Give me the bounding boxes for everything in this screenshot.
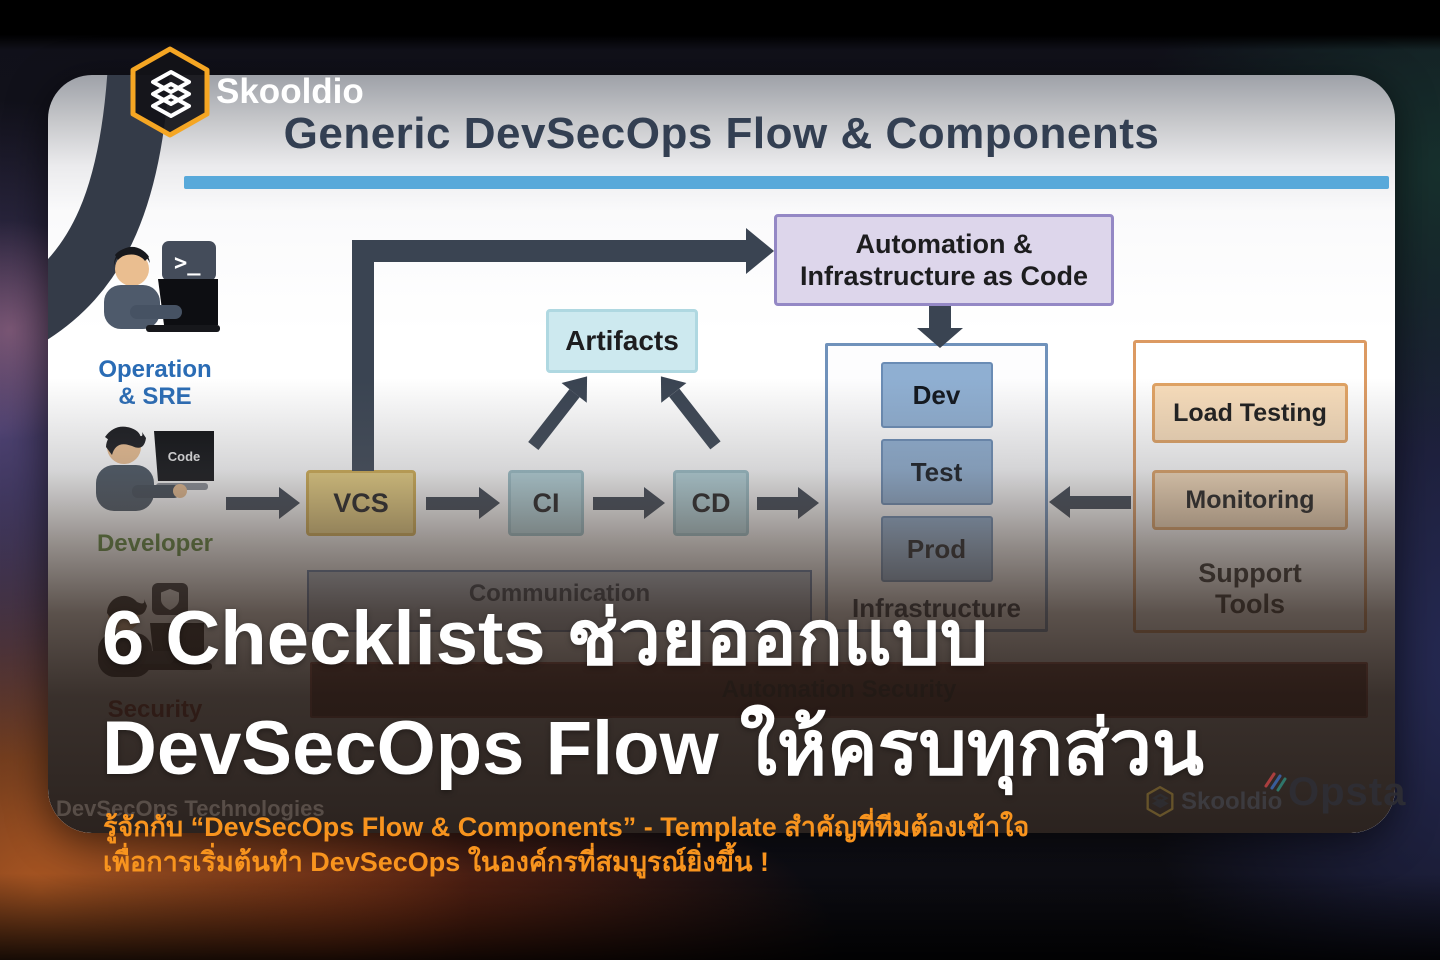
arrow-developer-to-vcs xyxy=(226,487,300,519)
connector-vcs-to-automation-horizontal xyxy=(352,240,746,262)
automation-iac-node: Automation & Infrastructure as Code xyxy=(774,214,1114,306)
operation-sre-label: Operation & SRE xyxy=(98,356,212,410)
env-test-node: Test xyxy=(880,439,993,505)
connector-vcs-to-automation-arrowhead xyxy=(746,228,774,274)
env-dev-node: Dev xyxy=(880,362,993,428)
arrow-support-to-infrastructure xyxy=(1049,486,1131,518)
arrow-cd-to-artifacts xyxy=(648,366,727,455)
title-underline-bar xyxy=(184,176,1389,189)
arrow-automation-to-infrastructure-head xyxy=(917,328,963,348)
arrow-automation-to-infrastructure-shaft xyxy=(929,306,951,328)
arrow-ci-to-cd xyxy=(593,487,665,519)
subtitle-line-2: เพื่อการเริ่มต้นทำ DevSecOps ในองค์กรที่… xyxy=(103,847,769,877)
connector-vcs-to-automation-vertical xyxy=(352,245,374,471)
arrow-cd-to-infrastructure xyxy=(757,487,819,519)
svg-text:>_: >_ xyxy=(174,251,201,276)
arrow-vcs-to-ci xyxy=(426,487,500,519)
artifacts-node: Artifacts xyxy=(546,309,698,373)
svg-text:Code: Code xyxy=(168,449,201,464)
skooldio-logo-text: Skooldio xyxy=(216,72,364,111)
opsta-rays-icon xyxy=(1264,772,1287,792)
cd-node: CD xyxy=(673,470,749,536)
subtitle-line-1: รู้จักกับ “DevSecOps Flow & Components” … xyxy=(103,812,1030,842)
footer-skooldio-hex-icon xyxy=(1146,786,1174,817)
env-prod-node: Prod xyxy=(880,516,993,582)
skooldio-logo-icon xyxy=(130,46,210,138)
vcs-node: VCS xyxy=(306,470,416,536)
diagram-title: Generic DevSecOps Flow & Components xyxy=(283,109,1160,158)
developer-icon: Code xyxy=(96,426,214,511)
developer-label: Developer xyxy=(96,530,214,557)
operation-sre-icon: >_ xyxy=(104,241,220,332)
arrow-ci-to-artifacts xyxy=(520,366,600,455)
headline-text: 6 Checklists ช่วยออกแบบ DevSecOps Flow ใ… xyxy=(102,584,1204,804)
headline-line-2: DevSecOps Flow ให้ครบทุกส่วน xyxy=(102,706,1204,791)
ci-node: CI xyxy=(508,470,584,536)
monitoring-node: Monitoring xyxy=(1152,470,1348,530)
headline-line-1: 6 Checklists ช่วยออกแบบ xyxy=(102,596,989,681)
load-testing-node: Load Testing xyxy=(1152,383,1348,443)
footer-opsta-logo: Opsta xyxy=(1262,770,1406,815)
subtitle-text: รู้จักกับ “DevSecOps Flow & Components” … xyxy=(103,810,1029,880)
